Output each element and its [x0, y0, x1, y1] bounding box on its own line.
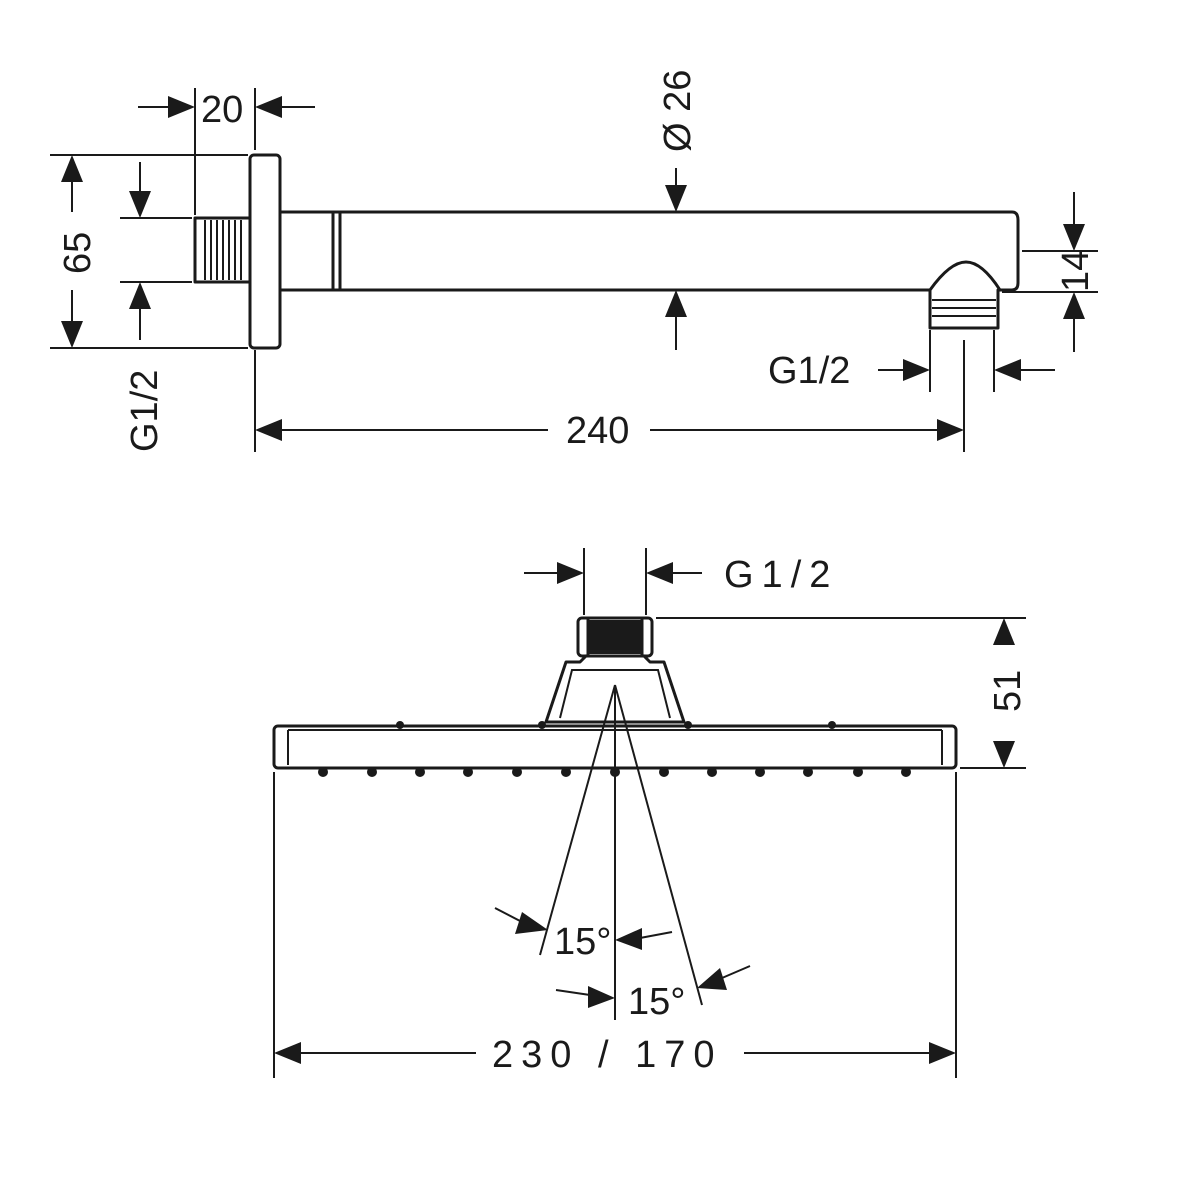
label-flange-height: 65: [57, 232, 99, 274]
shower-head-view: G1/2 51 15° 15°: [272, 548, 1029, 1078]
inlet-thread: [193, 216, 252, 284]
wall-flange: [248, 153, 282, 350]
label-inlet-thread: G1/2: [124, 370, 166, 452]
label-projection: 240: [566, 410, 629, 452]
spray-angle-lines: [539, 684, 703, 1020]
shower-arm-view: 20 Ø 26 65 G1/2: [50, 70, 1098, 452]
label-head-height: 51: [987, 670, 1029, 712]
dimension-angle-1: 15°: [494, 907, 673, 963]
outlet-thread: [928, 260, 1002, 330]
dimension-diameter: Ø 26: [657, 70, 699, 350]
dimension-angle-2: 15°: [555, 965, 751, 1023]
spray-nozzles: [318, 767, 911, 777]
label-flange-depth: 20: [201, 89, 243, 131]
dimension-flange-depth: 20: [138, 88, 315, 215]
label-diameter: Ø 26: [657, 70, 699, 152]
dimension-head-width: 230 / 170: [273, 772, 957, 1078]
connector-nut: [576, 616, 654, 658]
top-bumps: [396, 721, 836, 729]
dimension-inlet-thread: G1/2: [120, 162, 192, 452]
dimension-outlet-offset: 14: [1002, 192, 1098, 352]
label-head-thread: G1/2: [724, 554, 838, 596]
dimension-projection: 240: [254, 340, 965, 452]
dimension-outlet-thread: G1/2: [768, 330, 1055, 392]
label-outlet-thread: G1/2: [768, 350, 850, 392]
label-outlet-offset: 14: [1055, 250, 1097, 292]
label-angle-1: 15°: [554, 921, 611, 963]
dimension-flange-height: 65: [50, 154, 248, 349]
label-angle-2: 15°: [628, 981, 685, 1023]
dimension-head-height: 51: [656, 617, 1029, 769]
dimension-head-thread: G1/2: [524, 548, 838, 615]
label-head-width: 230 / 170: [492, 1034, 722, 1076]
arm-pipe: [278, 210, 1020, 292]
